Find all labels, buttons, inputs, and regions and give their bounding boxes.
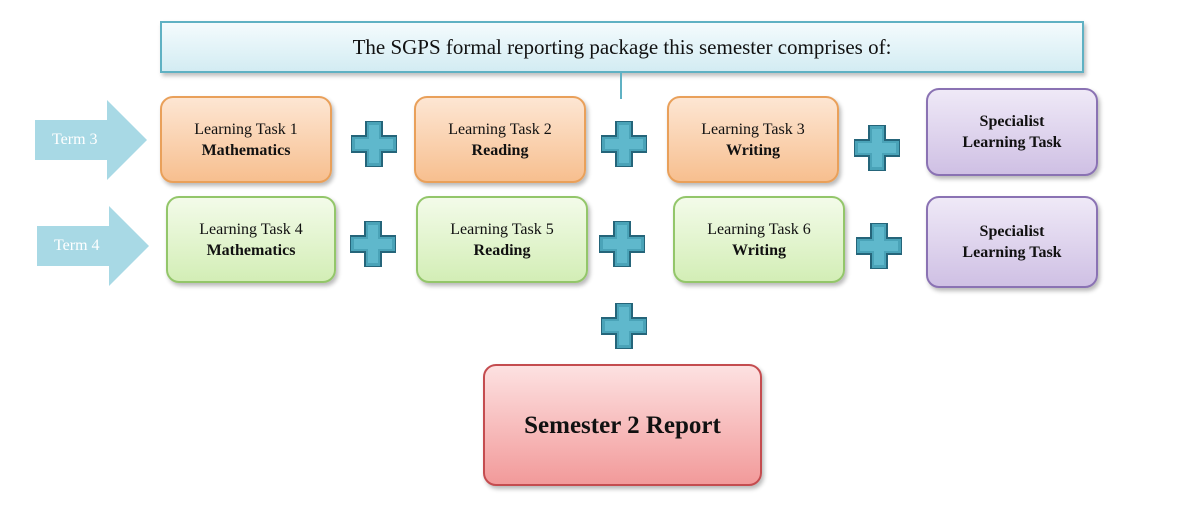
task-title: Learning Task 2 [448,120,552,138]
specialist-learning-task-term-4-box: Specialist Learning Task [926,196,1098,288]
plus-icon [601,303,647,349]
learning-task-4-box: Learning Task 4 Mathematics [166,196,336,283]
plus-icon [599,221,645,267]
learning-task-2-box: Learning Task 2 Reading [414,96,586,183]
term-3-label: Term 3 [52,131,98,148]
task-subject: Reading [471,141,529,159]
term-3-arrow [35,100,147,180]
title-connector-line [620,71,622,99]
task-subject: Writing [732,241,786,259]
semester-report-label: Semester 2 Report [524,411,721,439]
term-4-label: Term 4 [54,237,100,254]
term-4-arrow [37,206,149,286]
specialist-learning-task-term-3-box: Specialist Learning Task [926,88,1098,176]
task-title: Learning Task 4 [199,220,303,238]
task-title: Learning Task 1 [194,120,298,138]
specialist-title: Specialist [979,113,1045,130]
diagram-title-text: The SGPS formal reporting package this s… [352,34,892,59]
task-subject: Reading [473,241,531,259]
learning-task-1-box: Learning Task 1 Mathematics [160,96,332,183]
plus-icon [856,223,902,269]
task-subject: Writing [726,141,780,159]
task-subject: Mathematics [206,241,296,259]
task-subject: Mathematics [201,141,291,159]
specialist-subtitle: Learning Task [962,244,1062,261]
specialist-subtitle: Learning Task [962,134,1062,151]
learning-task-5-box: Learning Task 5 Reading [416,196,588,283]
plus-icon [351,121,397,167]
plus-icon [601,121,647,167]
learning-task-6-box: Learning Task 6 Writing [673,196,845,283]
task-title: Learning Task 6 [707,220,811,238]
plus-icon [350,221,396,267]
learning-task-3-box: Learning Task 3 Writing [667,96,839,183]
semester-report-box: Semester 2 Report [483,364,762,486]
task-title: Learning Task 3 [701,120,805,138]
diagram-title: The SGPS formal reporting package this s… [160,21,1084,73]
specialist-title: Specialist [979,223,1045,240]
task-title: Learning Task 5 [450,220,554,238]
plus-icon [854,125,900,171]
